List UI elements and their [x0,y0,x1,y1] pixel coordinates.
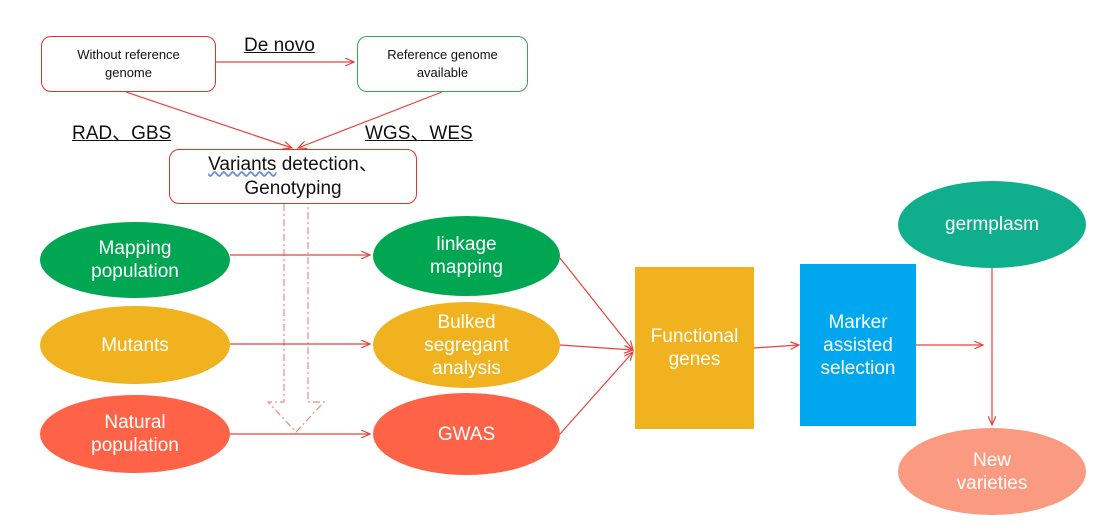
gwas-line1: GWAS [437,423,496,445]
detection-word: detection、 [276,153,378,175]
variants-word: Variants [208,153,277,175]
linkage-mapping-line2: mapping [430,257,503,278]
wgs-wes-label: WGS、WES [365,123,473,144]
genotyping-line: Genotyping [244,177,342,199]
arrow-without-to-variants [125,91,292,148]
arrow-linkage-to-functional [559,257,633,350]
mutants-line1: Mutants [101,334,169,356]
new-varieties-node: New varieties [898,428,1086,515]
mutants-node: Mutants [40,306,230,384]
marker-assisted-selection-node: Marker assisted selection [800,264,916,426]
hollow-dashed-down-arrow [266,204,326,433]
germplasm-line1: germplasm [945,214,1039,235]
new-varieties-line1: New [972,449,1011,471]
arrow-functional-to-mas [753,345,799,348]
bsa-line3: analysis [432,357,501,379]
natural-population-line1: Natural [104,412,166,433]
mas-line3: selection [820,357,896,379]
rad-gbs-label: RAD、GBS [72,123,172,144]
arrow-gwas-to-functional [559,352,633,435]
mas-line2: assisted [823,334,893,356]
without-reference-genome-box: Without reference genome [41,36,216,92]
mapping-population-node: Mapping population [40,222,230,298]
gwas-node: GWAS [373,393,560,475]
without-reference-line1: Without reference [77,47,180,62]
mapping-population-line1: Mapping [98,238,172,259]
mas-line1: Marker [828,311,888,333]
bsa-line2: segregant [424,334,509,356]
arrow-reference-to-variants [298,91,443,148]
de-novo-label: De novo [244,35,315,56]
arrow-bsa-to-functional [559,344,633,350]
linkage-mapping-line1: linkage [436,234,497,255]
reference-genome-available-box: Reference genome available [357,36,528,92]
bulked-segregant-analysis-node: Bulked segregant analysis [373,302,560,388]
reference-available-line2: available [416,65,469,80]
natural-population-line2: population [91,435,179,456]
germplasm-node: germplasm [898,181,1086,268]
bsa-line1: Bulked [437,311,496,333]
functional-genes-line2: genes [668,349,721,370]
linkage-mapping-node: linkage mapping [373,216,560,296]
variants-detection-box: Variants detection、 Genotyping [169,149,417,204]
variants-detection-line1: Variants detection、 [208,153,378,177]
natural-population-node: Natural population [40,395,230,473]
functional-genes-node: Functional genes [635,267,754,429]
reference-available-line1: Reference genome [387,47,498,62]
functional-genes-line1: Functional [650,326,739,347]
mapping-population-line2: population [91,261,179,282]
new-varieties-line2: varieties [956,472,1028,494]
without-reference-line2: genome [105,65,152,80]
